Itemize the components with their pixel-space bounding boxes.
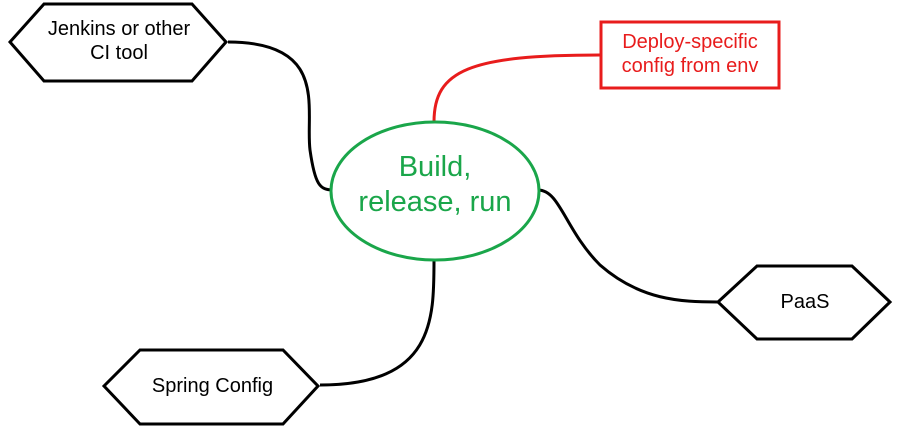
spring-label-text: Spring Config <box>151 375 274 397</box>
center-label: Build, release, run <box>335 150 535 220</box>
paas-label: PaaS <box>740 290 870 314</box>
jenkins-node <box>7 2 229 83</box>
paas-node <box>715 264 893 341</box>
paas-label-text: PaaS <box>780 291 830 313</box>
deploy-label-line1: Deploy-specific <box>622 31 758 53</box>
center-node <box>329 120 541 262</box>
connector-paas <box>537 188 719 304</box>
deploy-node <box>599 20 781 90</box>
spring-node <box>101 348 321 426</box>
jenkins-label: Jenkins or other CI tool <box>24 17 214 65</box>
connector-spring <box>319 259 436 387</box>
deploy-label-line2: config from env <box>621 55 759 77</box>
jenkins-label-line2: CI tool <box>90 42 148 64</box>
deploy-label: Deploy-specific config from env <box>601 30 779 78</box>
spring-label: Spring Config <box>125 374 300 398</box>
connector-jenkins <box>227 40 334 192</box>
center-label-line2: release, run <box>358 185 512 218</box>
center-label-line1: Build, <box>398 151 472 183</box>
connector-deploy <box>432 53 601 123</box>
jenkins-label-line1: Jenkins or other <box>47 18 191 40</box>
